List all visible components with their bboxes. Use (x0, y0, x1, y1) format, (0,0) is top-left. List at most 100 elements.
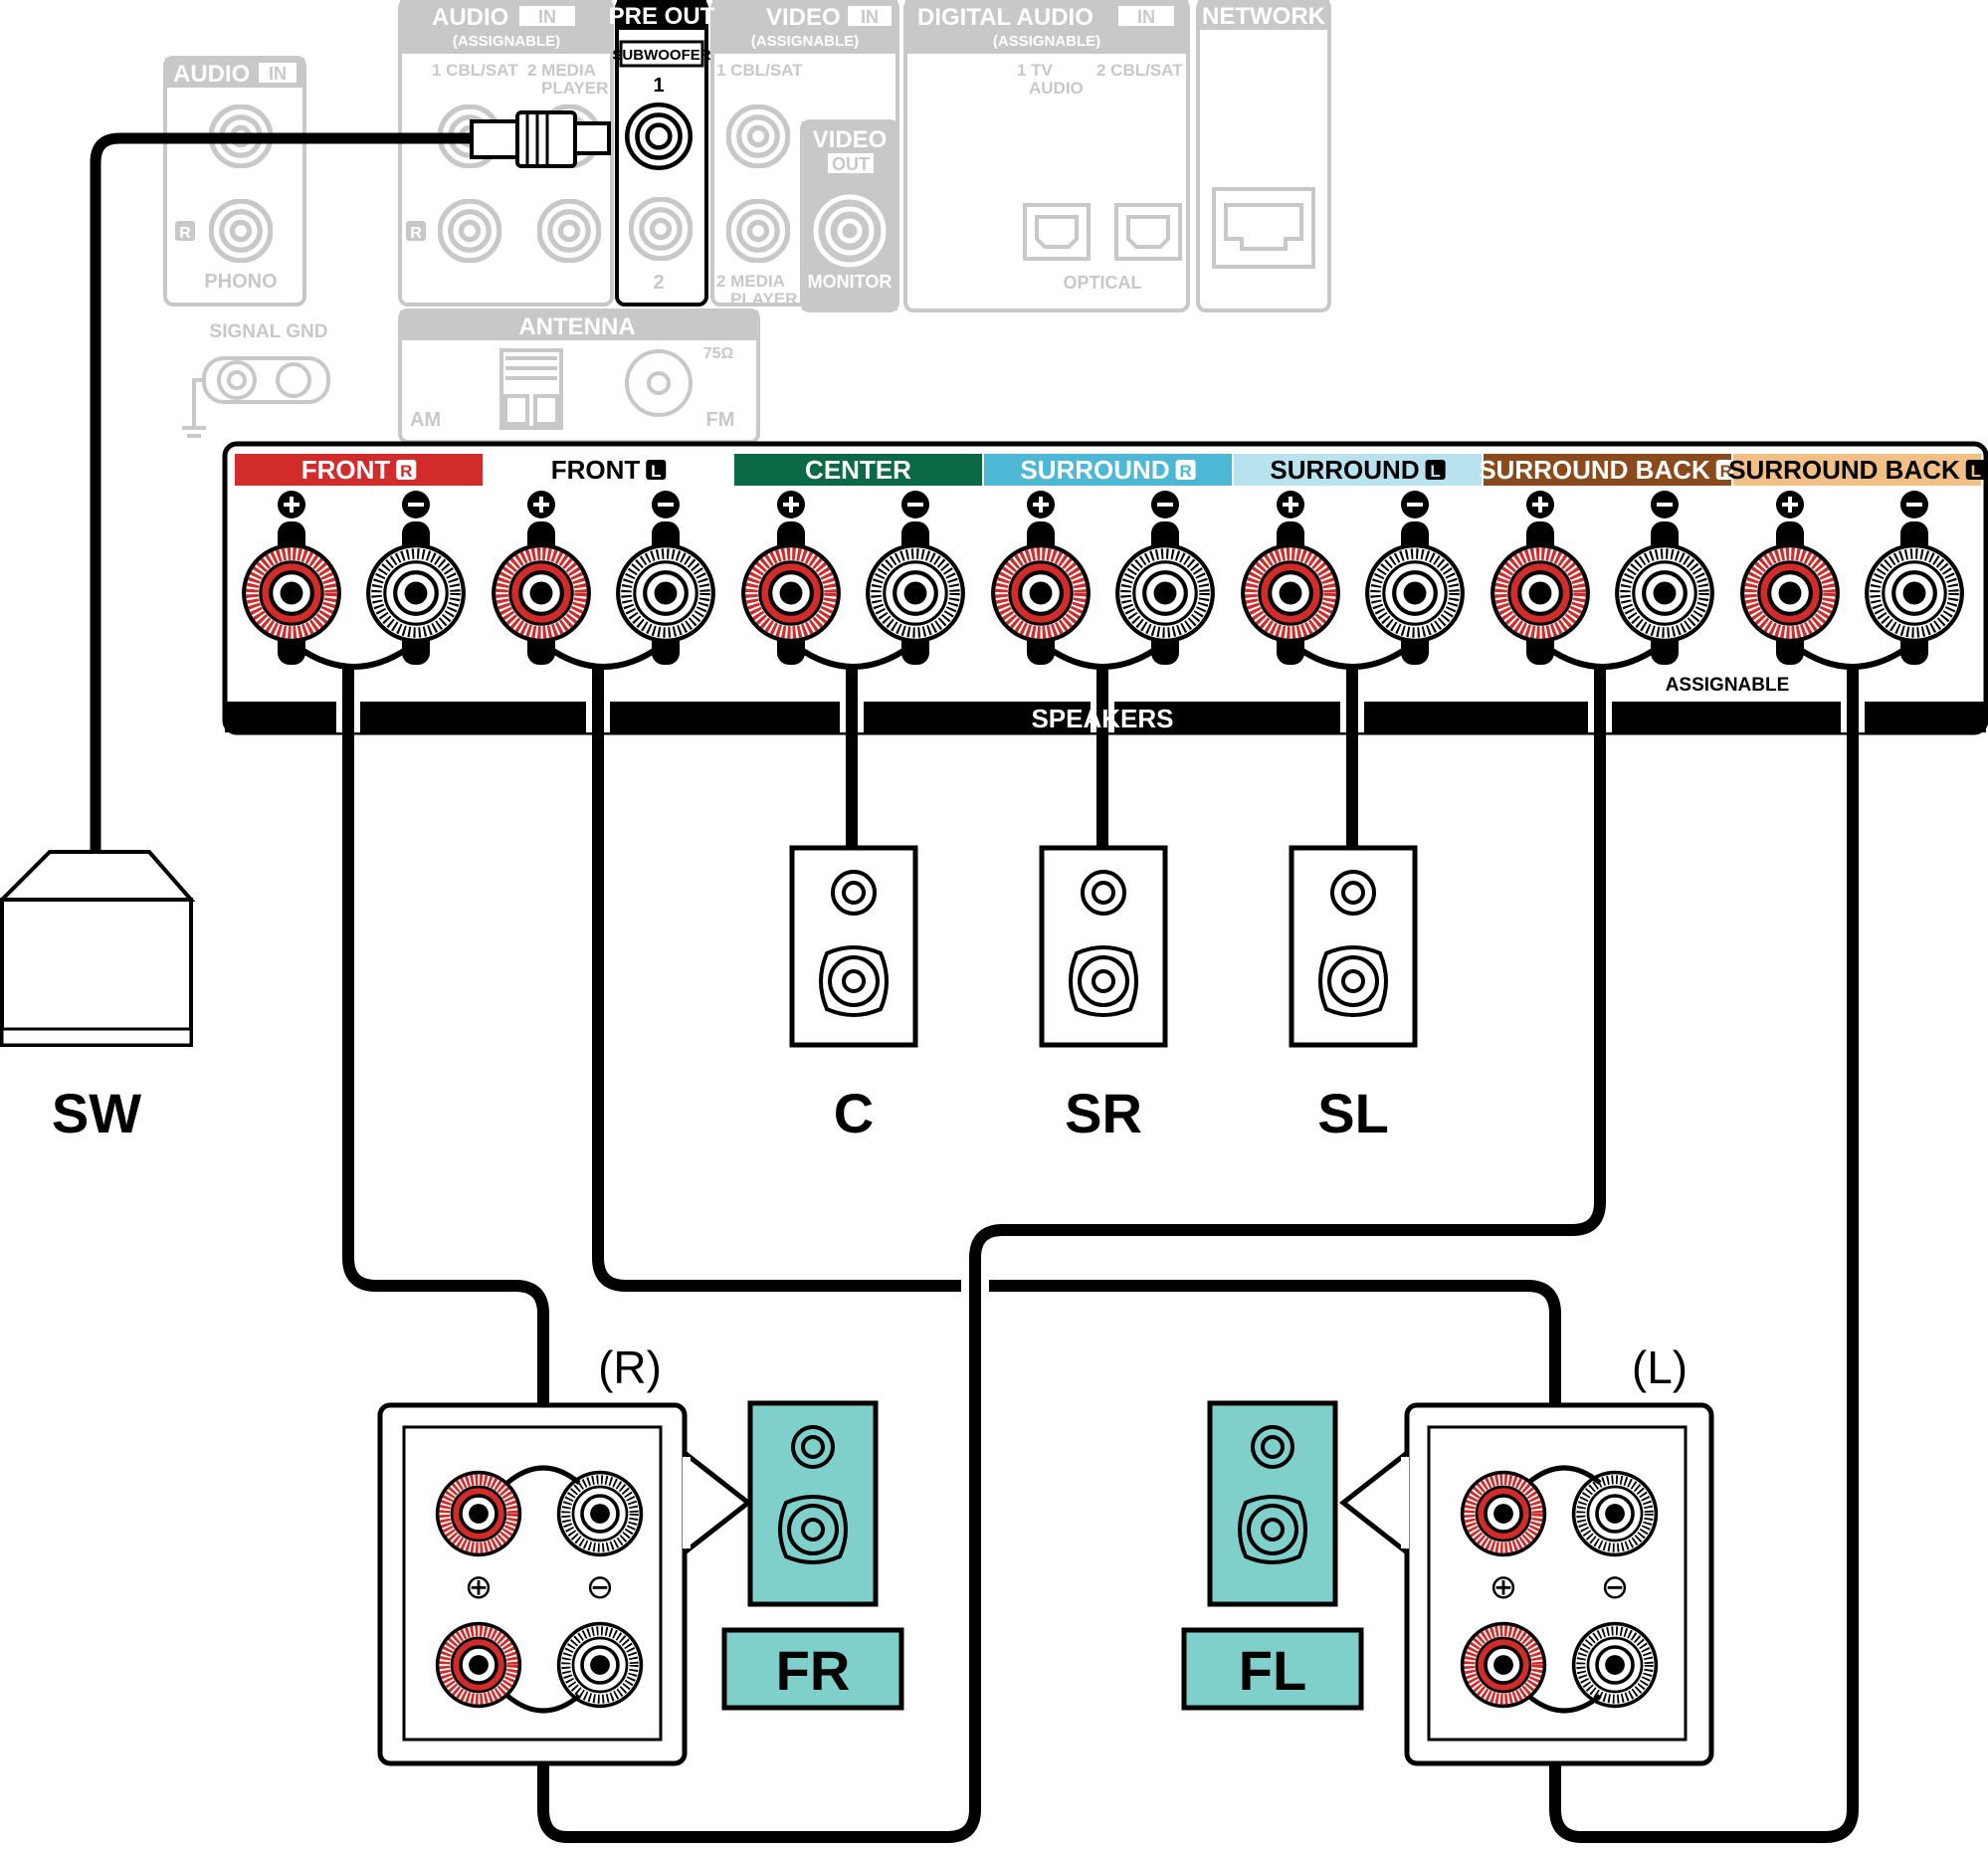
plus-symbol-icon (1526, 491, 1554, 518)
subwoofer-out-1-jack-icon (627, 104, 690, 167)
optical-label: OPTICAL (1064, 273, 1142, 293)
front-right-speaker-terminals: ⊕ ⊖ (377, 1402, 753, 1766)
audio-in-input-2b: PLAYER (541, 79, 608, 98)
phono-input-section: AUDIO IN R PHONO (163, 56, 306, 307)
audio-in-1-r-jack-icon (440, 201, 499, 261)
audio-in-input-2: 2 MEDIA (527, 61, 596, 80)
digital-audio-assignable-sub: (ASSIGNABLE) (993, 33, 1100, 50)
phono-r-jack-icon (211, 201, 271, 261)
fl-plus-symbol: ⊕ (1490, 1568, 1518, 1606)
center-speaker-label: C (834, 1082, 874, 1144)
center-speaker-icon (789, 845, 918, 1048)
fm-impedance-label: 75Ω (703, 345, 734, 362)
am-terminal-icon (499, 348, 563, 430)
video-in-title: VIDEO (766, 4, 841, 31)
tab-center: CENTER (734, 454, 982, 486)
tab-side-front-r: R (400, 462, 412, 481)
front-r-plus-post-icon (244, 545, 339, 641)
plus-symbol-icon (527, 491, 555, 518)
front-l-minus-post[interactable] (618, 491, 713, 665)
tab-label-surround-back-r: SURROUND BACK (1479, 455, 1710, 485)
audio-in-title: AUDIO (432, 4, 508, 31)
video-out-section: VIDEO OUT MONITOR (800, 119, 899, 312)
fl-lower-minus-post-icon (1574, 1624, 1657, 1707)
surround-back-l-minus-post-icon (1867, 545, 1962, 641)
surround-r-minus-post-icon (1117, 545, 1213, 641)
phono-in-badge: IN (269, 64, 287, 84)
minus-symbol-icon (1151, 491, 1179, 518)
surround-r-minus-post[interactable] (1117, 491, 1213, 665)
tab-label-center: CENTER (805, 455, 911, 485)
subwoofer-port-1-label: 1 (653, 75, 664, 97)
surround-back-l-plus-post[interactable] (1742, 491, 1838, 665)
front-r-minus-post[interactable] (368, 491, 464, 665)
center-surround-speakers (789, 845, 1418, 1048)
tab-side-surround-back-r: R (1720, 462, 1732, 481)
center-plus-post-icon (743, 545, 839, 641)
monitor-jack-icon (837, 218, 863, 244)
front-left-speaker-icon (1207, 1400, 1338, 1607)
network-section: NETWORK (1196, 0, 1331, 312)
signal-gnd-terminal-icon (182, 356, 330, 438)
fm-connector-icon (625, 349, 693, 417)
network-title: NETWORK (1202, 3, 1326, 30)
tab-label-surround-r: SURROUND (1020, 455, 1169, 485)
front-right-label: FR (776, 1639, 851, 1702)
surround-back-r-minus-post-icon (1617, 545, 1712, 641)
minus-symbol-icon (652, 491, 680, 518)
video-out-title: VIDEO (813, 126, 888, 153)
video-in-1-jack-icon (728, 106, 788, 166)
video-in-assignable-sub: (ASSIGNABLE) (751, 33, 859, 50)
subwoofer-label: SW (52, 1082, 141, 1144)
am-label: AM (410, 409, 441, 431)
pre-out-title: PRE OUT (609, 3, 715, 30)
front-r-minus-post-icon (368, 545, 464, 641)
fr-lower-minus-post-icon (559, 1624, 642, 1707)
center-minus-post-icon (868, 545, 963, 641)
front-left-label-box (1181, 1627, 1364, 1711)
audio-in-badge: IN (538, 7, 556, 27)
receiver-rear-panel-inputs: AUDIO IN R PHONO SIGNAL GND AUDIO IN (AS… (163, 0, 1331, 444)
audio-in-2-r-jack-icon (539, 201, 599, 261)
ethernet-port-icon (1212, 187, 1315, 269)
surround-l-plus-post[interactable] (1243, 491, 1338, 665)
front-left-speaker-terminals: ⊕ ⊖ (1338, 1402, 1714, 1766)
right-terminal-caption: (R) (598, 1341, 662, 1393)
tab-side-front-l: L (651, 462, 661, 481)
surround-r-plus-post[interactable] (993, 491, 1089, 665)
surround-back-r-minus-post[interactable] (1617, 491, 1712, 665)
surround-back-l-minus-post[interactable] (1867, 491, 1962, 665)
tab-side-surround-back-l: L (1971, 462, 1981, 481)
front-right-speaker-icon (747, 1400, 879, 1607)
surround-left-speaker-icon (1289, 845, 1418, 1048)
video-in-badge: IN (861, 7, 879, 27)
surround-l-minus-post[interactable] (1367, 491, 1463, 665)
digital-audio-badge: IN (1137, 7, 1155, 27)
fr-minus-symbol: ⊖ (586, 1568, 615, 1606)
fm-label: FM (706, 409, 735, 431)
plus-symbol-icon (1776, 491, 1804, 518)
audio-in-input-1: 1 CBL/SAT (432, 61, 518, 80)
digital-audio-input-1: 1 TV (1017, 61, 1054, 80)
fl-lower-plus-post-icon (1463, 1624, 1545, 1707)
minus-symbol-icon (1401, 491, 1429, 518)
surround-back-r-plus-post[interactable] (1492, 491, 1588, 665)
digital-audio-in-section: DIGITAL AUDIO IN (ASSIGNABLE) 1 TV AUDIO… (903, 0, 1190, 312)
digital-audio-input-1b: AUDIO (1029, 79, 1084, 98)
front-r-plus-post[interactable] (244, 491, 339, 665)
video-in-input-2b: PLAYER (730, 290, 797, 309)
plus-symbol-icon (1027, 491, 1055, 518)
front-l-plus-post[interactable] (494, 491, 589, 665)
audio-in-r-marker: R (410, 225, 422, 242)
center-minus-post[interactable] (868, 491, 963, 665)
plus-symbol-icon (777, 491, 805, 518)
fr-upper-plus-post-icon (438, 1473, 520, 1555)
pre-out-subwoofer-section: PRE OUT SUBWOOFER 1 2 (609, 0, 715, 307)
center-plus-post[interactable] (743, 491, 839, 665)
signal-gnd-label: SIGNAL GND (210, 321, 328, 342)
